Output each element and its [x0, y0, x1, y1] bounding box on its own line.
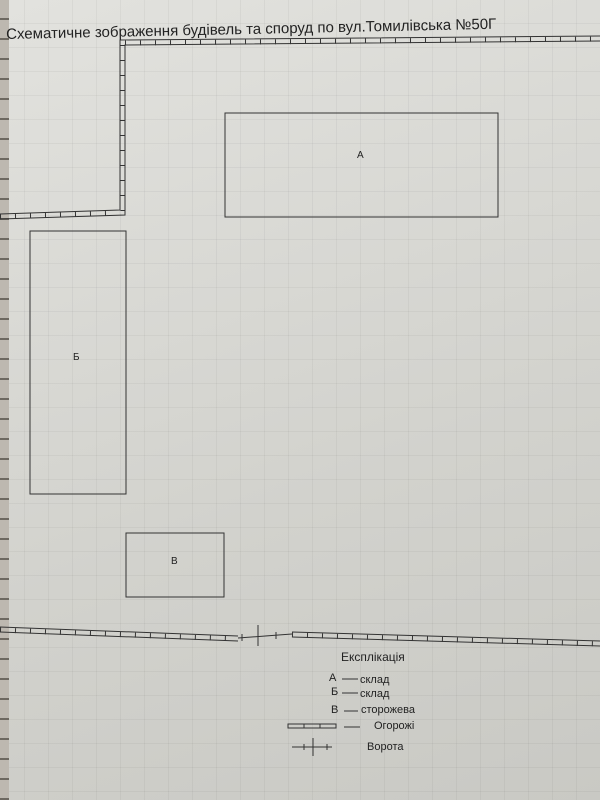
building-a-label: А — [357, 150, 364, 161]
building-b-label: Б — [73, 352, 80, 363]
building-v-label: В — [171, 556, 178, 567]
building-b — [29, 230, 127, 495]
legend-symbol-a: А — [329, 672, 337, 684]
building-a — [224, 112, 499, 218]
building-v — [125, 532, 225, 598]
legend-label-fence: Огорожі — [374, 720, 415, 732]
legend-symbol-v: В — [331, 704, 339, 716]
fence — [0, 35, 600, 647]
legend-label-b: склад — [360, 688, 390, 700]
gate — [237, 625, 293, 646]
legend-label-v: сторожева — [361, 704, 415, 716]
legend-label-gate: Ворота — [367, 741, 404, 753]
notebook-binding — [0, 0, 9, 800]
legend-title: Експлікація — [341, 650, 405, 664]
legend-label-a: склад — [360, 674, 390, 686]
legend-symbol-b: Б — [331, 686, 339, 698]
